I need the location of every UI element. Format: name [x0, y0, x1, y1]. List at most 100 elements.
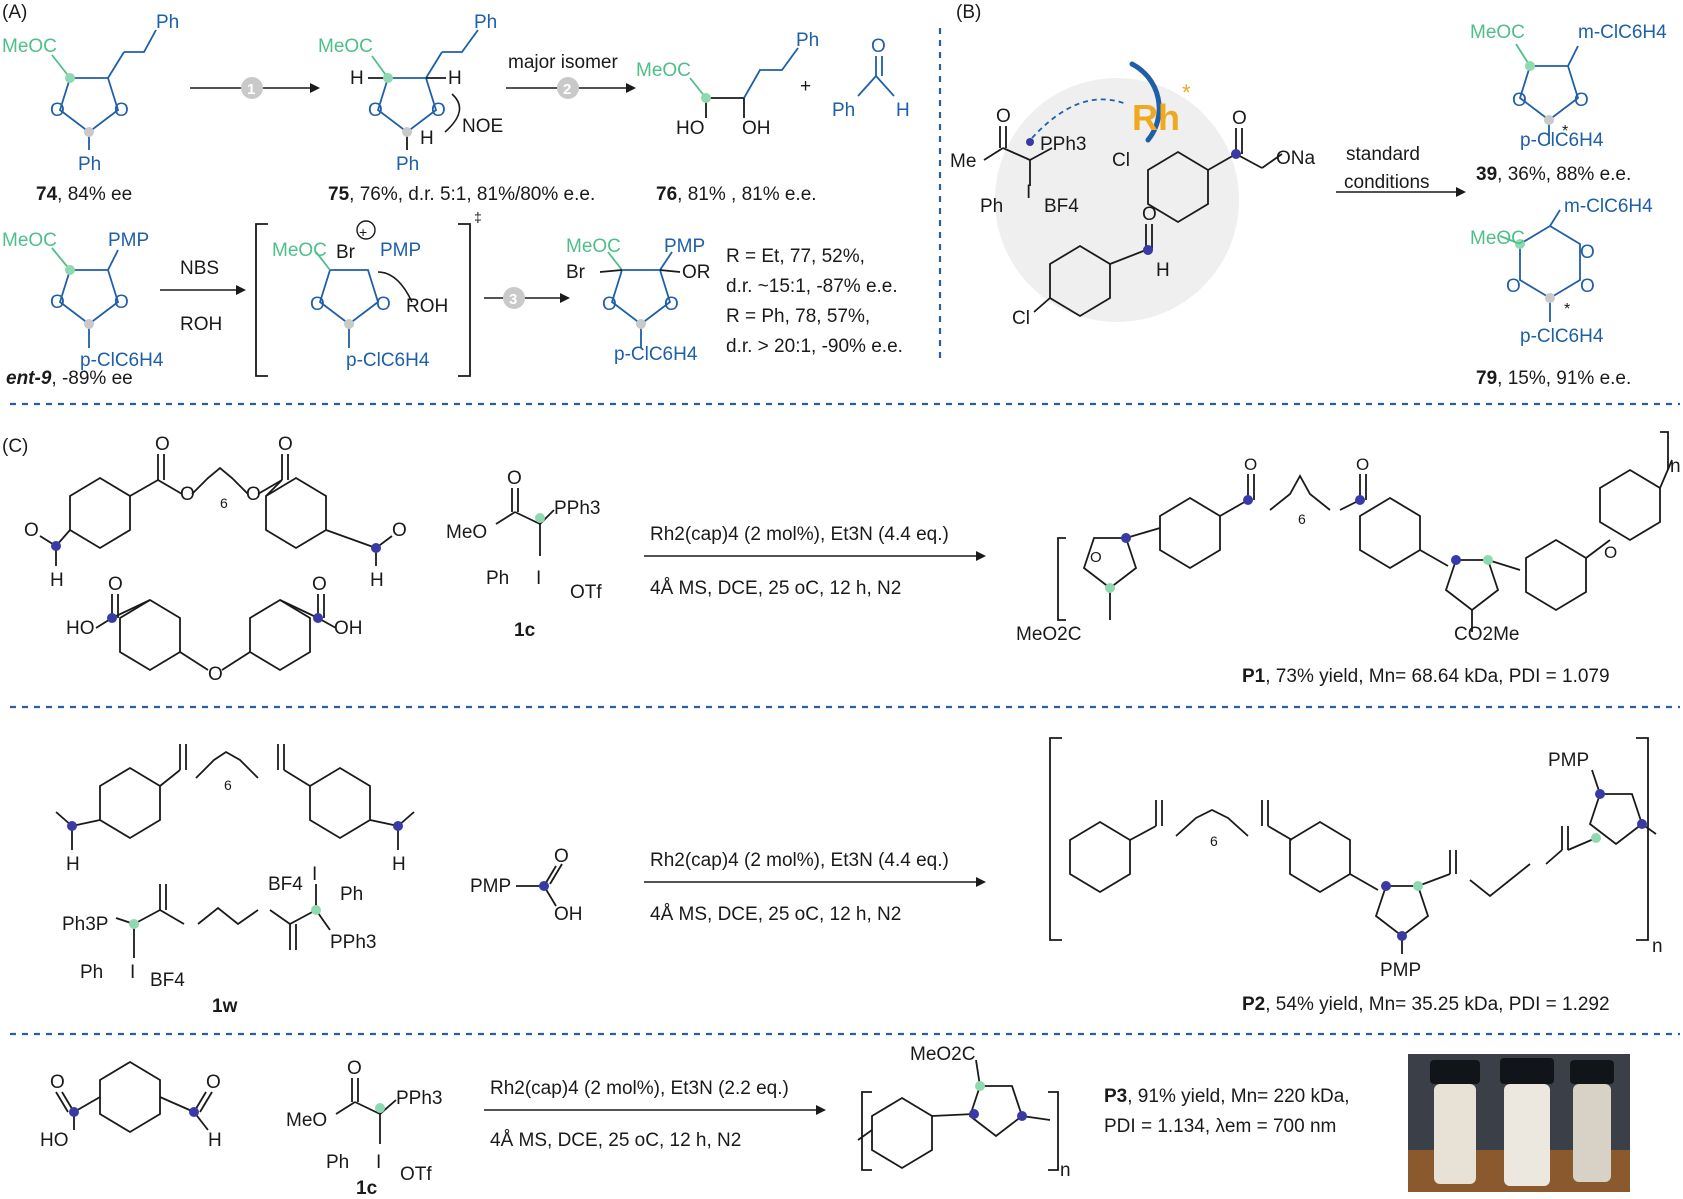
p3-caption-2: PDI = 1.134, λem = 700 nm — [1104, 1116, 1336, 1137]
mcba-cl: Cl — [1112, 150, 1130, 171]
ts-pmp: PMP — [380, 240, 421, 261]
ylide-me: Me — [950, 151, 976, 172]
compound-74: MeOC Ph Ph O O 74, 84% ee — [2, 12, 179, 205]
aldehyde-cl: Cl — [1012, 308, 1030, 329]
ts-o2: O — [376, 294, 391, 315]
p79-aryl1: m-ClC6H4 — [1564, 196, 1653, 217]
ts-roh: ROH — [406, 296, 448, 317]
c2-reagent-label: 1w — [212, 996, 238, 1017]
c74-ph-bottom: Ph — [78, 154, 101, 175]
c1-dial-o4: O — [278, 434, 293, 455]
c1-reagent-i: I — [536, 568, 541, 589]
mcba-ona: ONa — [1276, 148, 1316, 169]
c2-reagent-pph3: PPh3 — [330, 932, 376, 953]
c1-reagent-otf: OTf — [570, 582, 602, 603]
c3-monomer-o2: O — [206, 1072, 221, 1093]
ylide-pph3: PPh3 — [1040, 134, 1086, 155]
rh-star: * — [1182, 80, 1191, 105]
c75-ph-bottom: Ph — [396, 154, 419, 175]
c77-pmp: PMP — [664, 236, 705, 257]
p1-o4: O — [1604, 543, 1617, 562]
c3-reagent-label: 1c — [356, 1178, 378, 1199]
c2-dial-h1: H — [66, 854, 80, 875]
c1-acid-oh: OH — [334, 618, 363, 639]
panel-a-label: (A) — [2, 2, 27, 23]
p79-o2: O — [1580, 242, 1595, 263]
p1-o2: O — [1244, 455, 1257, 474]
ent9-aryl: p-ClC6H4 — [80, 350, 164, 371]
ylide-i: I — [1026, 182, 1031, 203]
c1-reagent-pph3: PPh3 — [554, 498, 600, 519]
rh-catalyst: Rh * — [1129, 61, 1191, 143]
ent9-o1: O — [50, 292, 65, 313]
mcba-o: O — [1232, 108, 1247, 129]
ts-dagger: ‡ — [474, 209, 482, 225]
p3-n: n — [1060, 1160, 1071, 1181]
c2-conditions-top: Rh2(cap)4 (2 mol%), Et3N (4.4 eq.) — [650, 850, 949, 871]
product-39: MeOC m-ClC6H4 O O * p-ClC6H4 39, 36%, 88… — [1470, 22, 1667, 185]
c75-h1: H — [350, 68, 364, 89]
results-line: d.r. > 20:1, -90% e.e. — [726, 336, 903, 357]
c1-reagent-1c: O MeO PPh3 Ph I OTf 1c — [446, 468, 602, 641]
c2-dialdehyde: 6 H H — [55, 744, 415, 875]
p1-n: n — [1670, 456, 1681, 477]
p39-aryl1: m-ClC6H4 — [1578, 22, 1667, 43]
c1-acid-o3: O — [208, 664, 223, 685]
p39-meoc: MeOC — [1470, 22, 1525, 43]
c75-h3: H — [420, 128, 434, 149]
c1-dial-o5: O — [24, 520, 39, 541]
reagent-roh: ROH — [180, 314, 222, 335]
c74-caption: 74, 84% ee — [36, 184, 132, 205]
p2-six: 6 — [1210, 833, 1218, 849]
c1-acid-o1: O — [108, 574, 123, 595]
c2-reagent-1w: Ph3P PPh3 BF4 I Ph Ph I BF4 1w — [62, 864, 376, 1017]
c2-reagent-ph3p: Ph3P — [62, 914, 108, 935]
c2-acid-o: O — [554, 846, 569, 867]
aldehyde-o: O — [1142, 204, 1157, 225]
p1-six: 6 — [1298, 511, 1306, 527]
ylide-ph: Ph — [980, 196, 1003, 217]
c76-caption: 76, 81% , 81% e.e. — [656, 184, 817, 205]
c1-dial-o6: O — [392, 520, 407, 541]
c3-conditions-top: Rh2(cap)4 (2 mol%), Et3N (2.2 eq.) — [490, 1078, 789, 1099]
c76-ho: HO — [676, 118, 705, 139]
ent9-caption: ent-9, -89% ee — [6, 368, 133, 389]
p39-aryl2: p-ClC6H4 — [1520, 130, 1604, 151]
c2-conditions-bottom: 4Å MS, DCE, 25 oC, 12 h, N2 — [650, 904, 901, 925]
c1-reagent-ph: Ph — [486, 568, 509, 589]
c77-br: Br — [566, 262, 586, 283]
c3-monomer-h: H — [208, 1130, 222, 1151]
reagent-nbs: NBS — [180, 258, 219, 279]
c1-dial-o3: O — [246, 484, 261, 505]
c1-acid-ho: HO — [66, 618, 95, 639]
c75-o2: O — [431, 100, 446, 121]
c1-dial-o2: O — [180, 484, 195, 505]
c3-conditions-bottom: 4Å MS, DCE, 25 oC, 12 h, N2 — [490, 1130, 741, 1151]
polymer-p2: 6 PMP PMP n P2, 54% yield, Mn= 35.25 kDa… — [1049, 737, 1663, 1015]
benzaldehyde-o: O — [871, 36, 886, 57]
c1-dial-h2: H — [370, 570, 384, 591]
c77-or: OR — [682, 262, 711, 283]
p3-meo2c: MeO2C — [910, 1044, 975, 1065]
mcba-sodium-salt: O Cl ONa — [1112, 108, 1316, 224]
p1-meo2c: MeO2C — [1016, 624, 1081, 645]
c2-acid-oh: OH — [554, 904, 583, 925]
c3-reagent-otf: OTf — [400, 1164, 432, 1185]
c2-reagent-i-top: I — [312, 864, 317, 885]
panel-c-label: (C) — [2, 436, 28, 457]
c76-ph: Ph — [796, 30, 819, 51]
c2-reagent-i-bottom: I — [130, 962, 135, 983]
catalyst-sphere — [995, 78, 1239, 322]
p79-star: * — [1564, 301, 1570, 318]
c2-pmp-acid: PMP O OH — [470, 846, 583, 925]
p1-co2me: CO2Me — [1454, 624, 1519, 645]
c1-diacid: O O HO OH O — [66, 574, 363, 685]
ent9-pmp: PMP — [108, 230, 149, 251]
c1-acid-o2: O — [312, 574, 327, 595]
rh-label: Rh — [1132, 97, 1180, 138]
c76-meoc: MeOC — [636, 60, 691, 81]
c77-meoc: MeOC — [566, 236, 621, 257]
c75-ph-top: Ph — [474, 12, 497, 33]
benzaldehyde-ph: Ph — [832, 100, 855, 121]
c75-noe: NOE — [462, 116, 503, 137]
